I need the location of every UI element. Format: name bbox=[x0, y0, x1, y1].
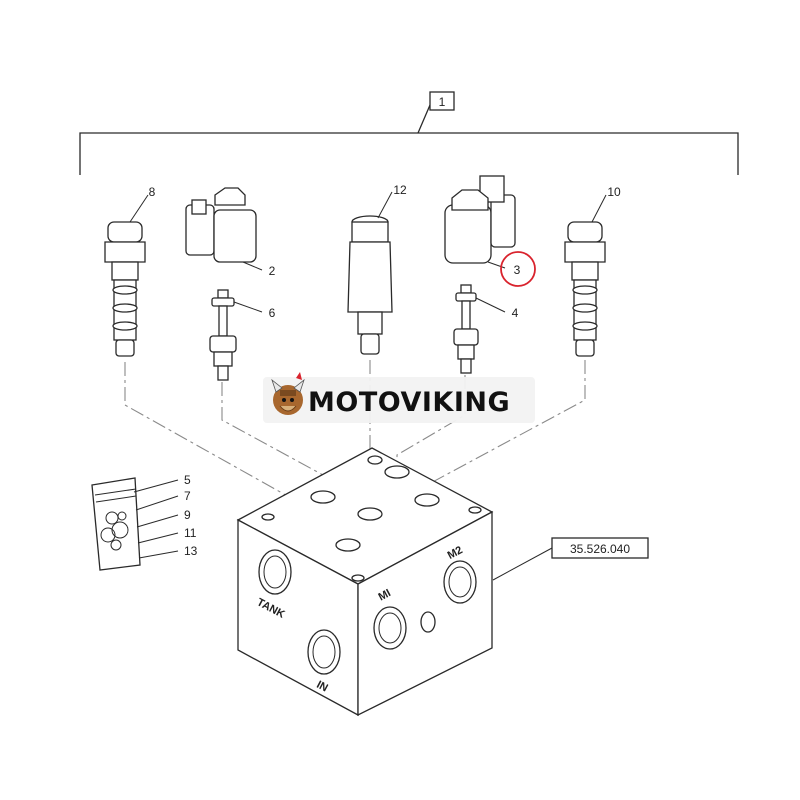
callout-block-ref: 35.526.040 bbox=[570, 542, 630, 556]
callout-5: 5 bbox=[184, 473, 191, 487]
assembly-bracket: 1 bbox=[79, 91, 739, 175]
callout-10: 10 bbox=[607, 185, 621, 199]
solenoid-stem-6: 6 bbox=[209, 289, 276, 381]
callout-3-highlight-circle bbox=[500, 251, 536, 287]
solenoid-coil-2: 2 bbox=[185, 187, 276, 278]
callout-4: 4 bbox=[512, 306, 519, 320]
brand-logo-text: MOTOVIKING bbox=[308, 387, 510, 418]
callout-8: 8 bbox=[149, 185, 156, 199]
motoviking-watermark: MOTOVIKING bbox=[263, 372, 535, 423]
cartridge-valve-8: 8 bbox=[104, 185, 156, 357]
cartridge-valve-10: 10 bbox=[564, 185, 621, 357]
callout-7: 7 bbox=[184, 489, 191, 503]
relief-cartridge-12: 12 bbox=[347, 183, 407, 355]
solenoid-coil-3: 3 bbox=[444, 175, 536, 287]
port-label-m1: MI bbox=[376, 587, 392, 603]
seal-kit-packet: 5 7 9 11 13 bbox=[91, 473, 198, 571]
port-label-in: IN bbox=[314, 679, 329, 695]
callout-6: 6 bbox=[269, 306, 276, 320]
callout-2: 2 bbox=[269, 264, 276, 278]
valve-block: TANK MI M2 IN 35.526.040 bbox=[236, 447, 649, 717]
callout-13: 13 bbox=[184, 544, 198, 558]
callout-9: 9 bbox=[184, 508, 191, 522]
callout-assembly: 1 bbox=[439, 95, 446, 109]
solenoid-stem-4: 4 bbox=[453, 284, 519, 374]
callout-3: 3 bbox=[514, 263, 521, 277]
callout-12: 12 bbox=[393, 183, 407, 197]
callout-11: 11 bbox=[184, 526, 197, 540]
viking-mascot-icon bbox=[271, 372, 305, 415]
